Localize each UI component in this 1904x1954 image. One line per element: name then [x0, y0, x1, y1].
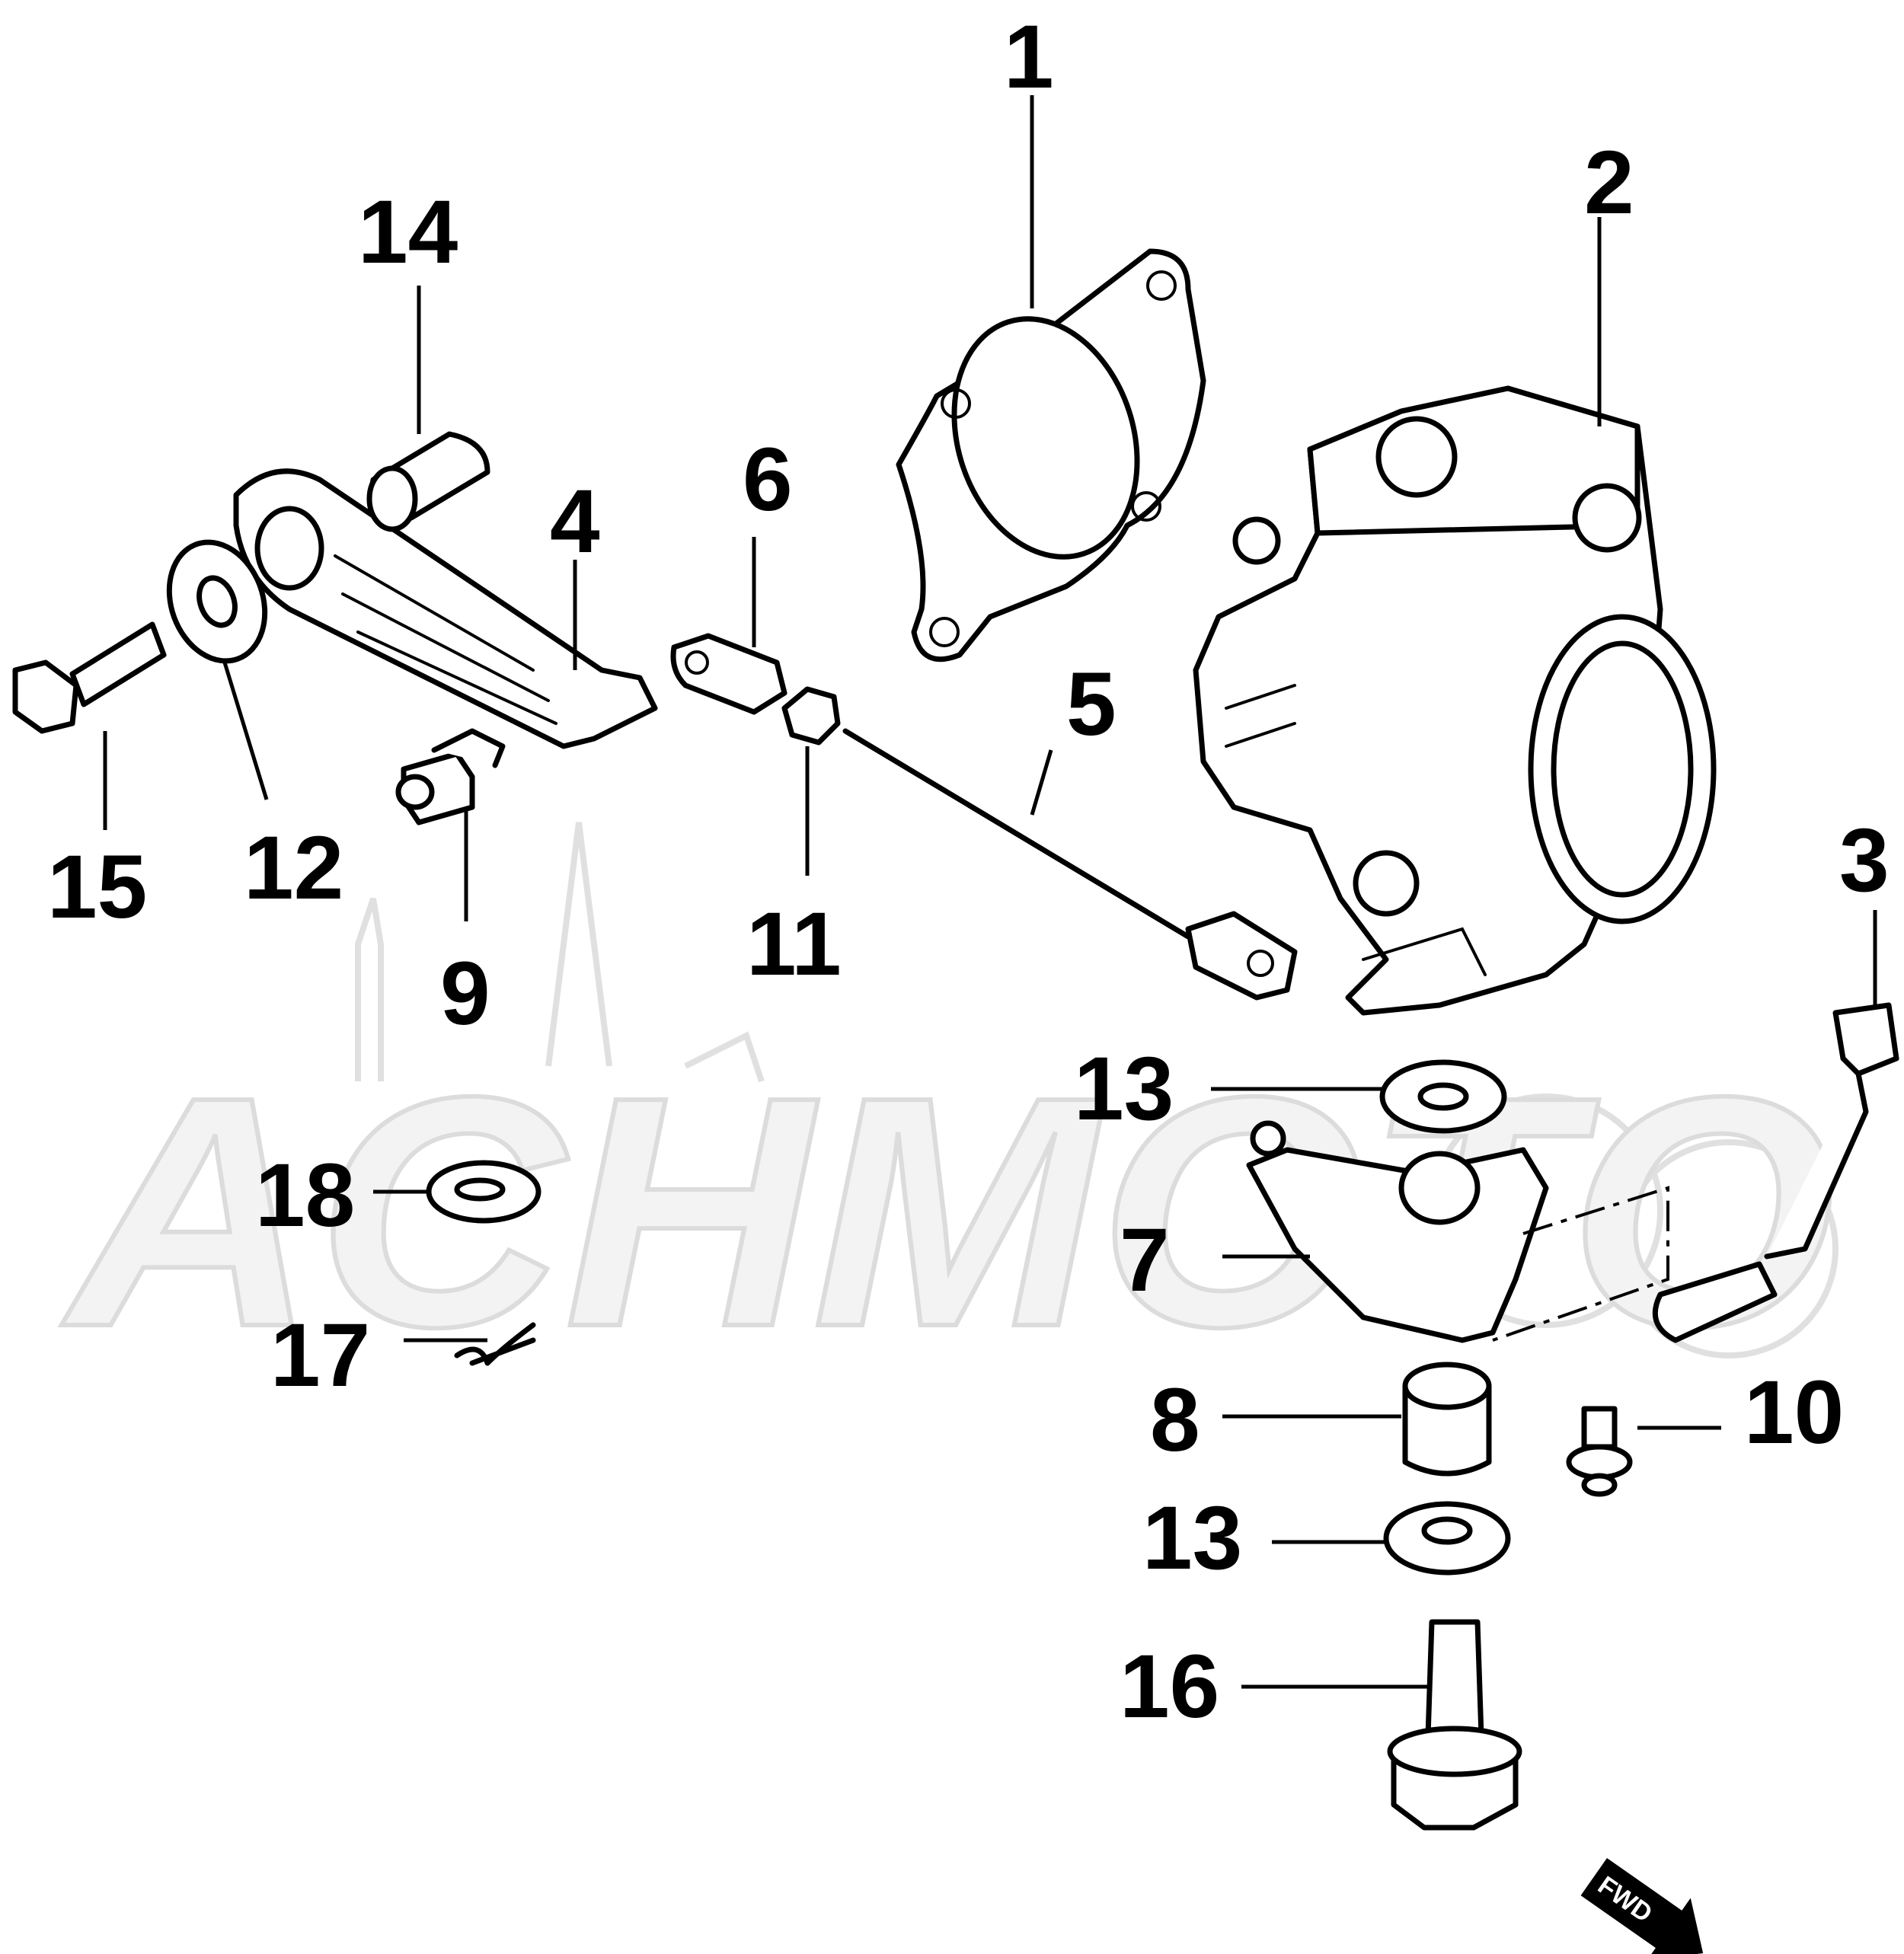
- part-12-washer: [166, 539, 268, 664]
- part-13-upper-washer: [1379, 1059, 1507, 1134]
- callout-labels: 1 2 3 4 5 6 7 8 9 10 11 12 13 13 14 15 1…: [47, 7, 1890, 1737]
- callout-9: 9: [440, 943, 490, 1044]
- leader-12: [222, 662, 269, 800]
- part-13-lower-washer: [1383, 1501, 1511, 1576]
- part-2-throttle-body: [1193, 385, 1717, 1016]
- callout-16: 16: [1120, 1636, 1219, 1737]
- callout-1: 1: [1004, 7, 1054, 107]
- callout-6: 6: [743, 429, 793, 530]
- callout-4: 4: [550, 471, 600, 572]
- part-8-collar: [1402, 1362, 1492, 1477]
- part-9-pin: [395, 728, 506, 825]
- part-16-flange-bolt: [1387, 1619, 1522, 1831]
- callout-14: 14: [358, 182, 458, 283]
- part-17-clip: [454, 1322, 536, 1366]
- part-5-throttle-rod: [842, 728, 1298, 1001]
- part-15-bolt: [12, 621, 167, 734]
- fwd-direction-badge: FWD: [1580, 1858, 1704, 1954]
- callout-3: 3: [1839, 810, 1890, 911]
- callout-7: 7: [1120, 1210, 1170, 1311]
- callout-15: 15: [47, 837, 147, 937]
- callout-12: 12: [244, 818, 343, 918]
- callout-2: 2: [1584, 133, 1634, 233]
- callout-17: 17: [270, 1305, 370, 1406]
- part-10-screw: [1566, 1406, 1633, 1497]
- fwd-arrow-icon: [1580, 1858, 1704, 1954]
- callout-13-upper: 13: [1074, 1039, 1174, 1139]
- callout-5: 5: [1066, 654, 1117, 755]
- callout-8: 8: [1150, 1370, 1200, 1470]
- callout-18: 18: [255, 1145, 355, 1246]
- part-3-link-rod: [1652, 1002, 1899, 1343]
- part-18-washer: [426, 1160, 541, 1224]
- leader-lines: [103, 95, 1877, 1689]
- part-14-collar: [366, 431, 490, 532]
- callout-11: 11: [746, 894, 842, 995]
- part-4-throttle-lever: [233, 468, 658, 749]
- part-11-nut: [781, 686, 841, 746]
- part-6-rod-end: [670, 633, 787, 715]
- leader-5: [1030, 749, 1053, 816]
- callout-13-lower: 13: [1142, 1488, 1242, 1588]
- callout-10: 10: [1744, 1362, 1844, 1463]
- part-7-sensor-lever: [1246, 1120, 1669, 1343]
- part-1-gasket: [896, 248, 1206, 663]
